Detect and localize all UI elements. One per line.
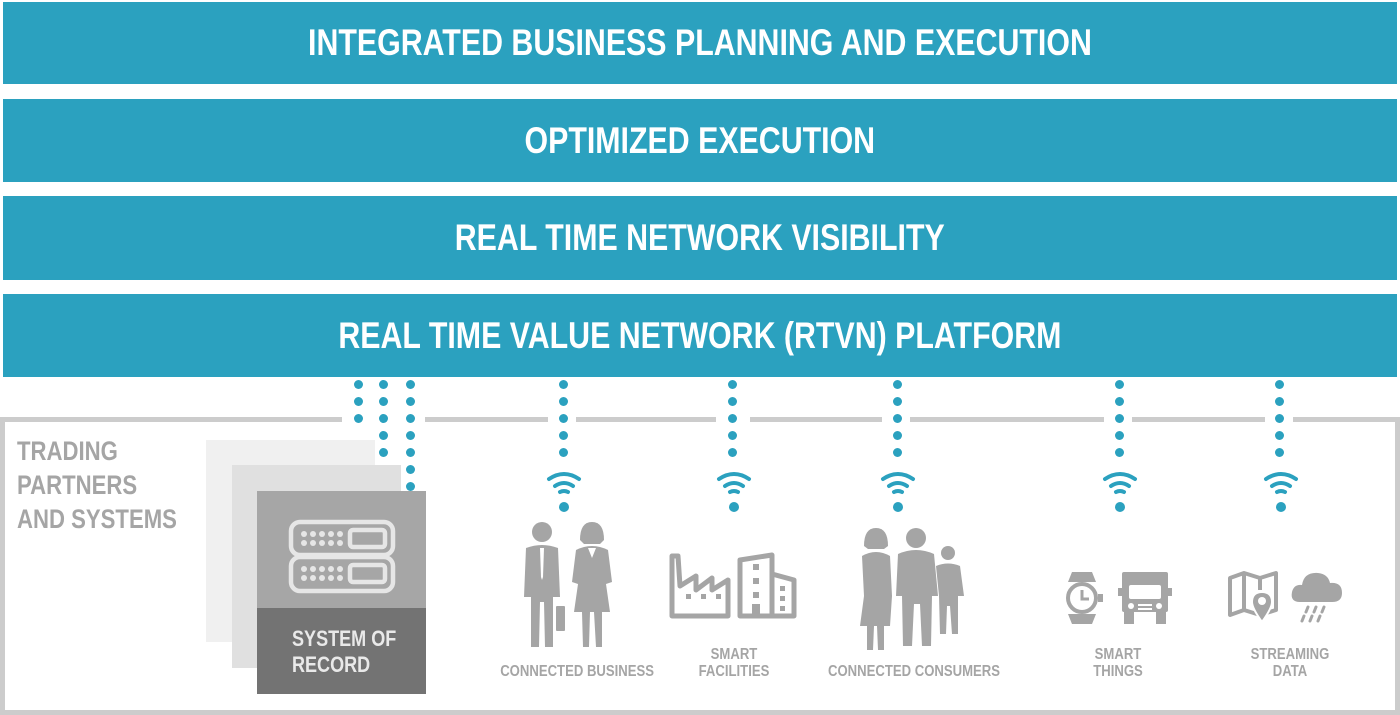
connector-dot: [1114, 414, 1124, 423]
connector-dot: [892, 448, 902, 457]
label-line: SMART: [1094, 646, 1142, 663]
connector-dot: [1274, 448, 1284, 457]
connector-dot: [727, 397, 737, 406]
wifi-icon: [547, 472, 581, 512]
server-icon: [288, 519, 396, 594]
trading-partners-title: TRADING PARTNERS AND SYSTEMS: [17, 434, 177, 536]
label-line: THINGS: [1093, 663, 1143, 680]
connector-dot: [1274, 431, 1284, 440]
label-line: CONNECTED CONSUMERS: [828, 663, 1001, 680]
label-line: RECORD: [292, 652, 371, 677]
layer-label: OPTIMIZED EXECUTION: [524, 119, 876, 161]
connector-dot: [892, 380, 902, 389]
connector-dot: [892, 414, 902, 423]
wifi-icon: [717, 472, 751, 512]
title-line: AND SYSTEMS: [17, 504, 177, 534]
connector-dot: [378, 397, 388, 406]
connector-dot: [558, 380, 568, 389]
label-line: SMART: [710, 646, 758, 663]
connector-dot: [727, 448, 737, 457]
connector-dot: [1114, 431, 1124, 440]
connector-dot: [558, 414, 568, 423]
connector-dot: [558, 397, 568, 406]
system-of-record-label: SYSTEM OF RECORD: [292, 626, 396, 678]
connector-dot: [1274, 414, 1284, 423]
endpoint-label-streaming-data: STREAMING DATA: [1241, 646, 1339, 680]
endpoint-label-smart-facilities: SMART FACILITIES: [685, 646, 783, 680]
system-of-record-label-band: SYSTEM OF RECORD: [257, 608, 426, 694]
factory-icon: [669, 553, 731, 619]
watch-icon: [1066, 572, 1103, 624]
title-line: PARTNERS: [17, 470, 138, 500]
connector-dot: [405, 448, 415, 457]
connector-dot: [405, 380, 415, 389]
label-line: DATA: [1272, 663, 1308, 680]
wifi-icon: [881, 472, 915, 512]
connector-dot: [1114, 397, 1124, 406]
system-of-record-card: SYSTEM OF RECORD: [257, 491, 426, 694]
connector-dot: [378, 414, 388, 423]
endpoint-label-connected-business: CONNECTED BUSINESS: [500, 663, 655, 680]
connector-dot: [405, 431, 415, 440]
family-icon: [860, 528, 964, 650]
connector-dot: [892, 431, 902, 440]
connector-dot: [378, 448, 388, 457]
connector-dot: [353, 380, 363, 389]
map-icon: [1228, 571, 1278, 624]
layer-label: REAL TIME VALUE NETWORK (RTVN) PLATFORM: [338, 314, 1062, 356]
connector-dot: [405, 465, 415, 474]
businessman-icon: [524, 522, 565, 647]
connector-dot: [353, 414, 363, 423]
connector-dot: [1114, 380, 1124, 389]
connector-dot: [378, 431, 388, 440]
label-line: FACILITIES: [698, 663, 770, 680]
connector-dot: [1114, 448, 1124, 457]
label-line: SYSTEM OF: [292, 626, 397, 651]
connector-dot: [727, 431, 737, 440]
connector-dot: [405, 482, 415, 491]
layer-rtvn-platform: REAL TIME VALUE NETWORK (RTVN) PLATFORM: [3, 294, 1397, 377]
connector-dot: [558, 431, 568, 440]
label-line: CONNECTED BUSINESS: [500, 663, 655, 680]
wifi-icon: [1103, 472, 1137, 512]
building-icon: [737, 552, 797, 619]
connector-dot: [378, 380, 388, 389]
connector-dot: [727, 380, 737, 389]
rain-cloud-icon: [1291, 572, 1342, 623]
label-line: STREAMING: [1250, 646, 1330, 663]
truck-icon: [1118, 572, 1172, 624]
layer-real-time-network-visibility: REAL TIME NETWORK VISIBILITY: [3, 196, 1397, 280]
connector-dot: [892, 397, 902, 406]
connector-dot: [353, 397, 363, 406]
connector-dot: [1274, 380, 1284, 389]
layer-label: REAL TIME NETWORK VISIBILITY: [455, 217, 945, 258]
endpoint-label-smart-things: SMART THINGS: [1069, 646, 1167, 680]
connector-dot: [405, 414, 415, 423]
layer-integrated-business-planning: INTEGRATED BUSINESS PLANNING AND EXECUTI…: [3, 2, 1397, 84]
businesswoman-icon: [572, 522, 612, 647]
title-line: TRADING: [17, 436, 118, 466]
connector-dot: [558, 448, 568, 457]
layer-label: INTEGRATED BUSINESS PLANNING AND EXECUTI…: [308, 22, 1092, 63]
layer-optimized-execution: OPTIMIZED EXECUTION: [3, 99, 1397, 182]
wifi-icon: [1264, 472, 1298, 512]
endpoint-label-connected-consumers: CONNECTED CONSUMERS: [828, 663, 1001, 680]
connector-dot: [405, 397, 415, 406]
connector-dot: [1274, 397, 1284, 406]
connector-dot: [727, 414, 737, 423]
